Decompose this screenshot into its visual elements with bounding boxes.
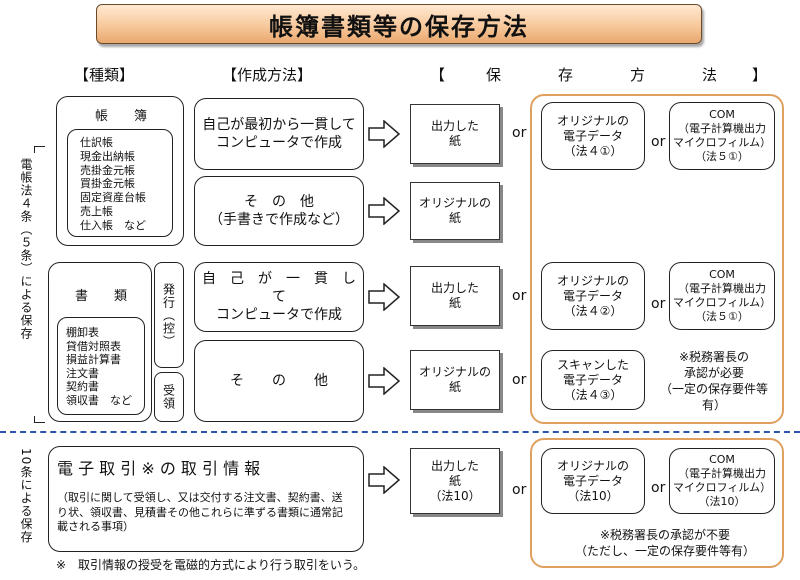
edata-original-4-1: オリジナルの 電子データ （法４①）	[541, 102, 645, 170]
paper-output-2: 出力した 紙	[410, 266, 500, 326]
document-item: 契約書	[66, 380, 99, 393]
side-label-sec10: 10条による保存	[19, 448, 33, 544]
document-item: 貸借対照表	[66, 339, 121, 353]
or-label: or	[651, 480, 666, 496]
com-microfilm-5-1: COM （電子計算機出力 マイクロフィルム） （法５①）	[669, 102, 775, 170]
storage-group-approval	[530, 94, 784, 424]
book-item: 仕入帳 など	[80, 218, 146, 232]
or-label: or	[651, 134, 666, 150]
paper-original-1: オリジナルの 紙	[410, 182, 500, 240]
method-self-consistent-docs: 自 己 が 一 貫 し て コンピュータで作成	[194, 262, 364, 332]
header-storage-close: 】	[752, 66, 768, 84]
header-kind: 【種類】	[74, 66, 135, 84]
or-label: or	[512, 288, 527, 304]
footnote: ※ 取引情報の授受を電磁的方式により行う取引をいう。	[56, 558, 366, 572]
book-item: 仕訳帳	[80, 136, 113, 149]
title-banner: 帳簿書類等の保存方法	[96, 4, 702, 44]
document-item: 損益計算書	[66, 353, 121, 366]
note-approval-required: ※税務署長の 承認が必要 （一定の保存要件等有）	[659, 350, 768, 412]
edata-scanned-4-3: スキャンした 電子データ （法４③）	[541, 350, 645, 410]
arrow-right-icon	[368, 197, 400, 225]
header-storage-char-3: 方	[630, 66, 646, 84]
arrow-right-icon	[368, 466, 400, 494]
documents-list-box: 棚卸表 貸借対照表 損益計算書 注文書 契約書 領収書 など	[57, 317, 145, 415]
documents-list: 棚卸表 貸借対照表 損益計算書 注文書 契約書 領収書 など	[66, 326, 132, 407]
method-other-handwritten: そ の 他 （手書きで作成など）	[194, 176, 364, 246]
edata-original-4-2: オリジナルの 電子データ （法４②）	[541, 262, 645, 330]
book-item: 売掛金元帳	[80, 163, 135, 177]
document-item: 領収書 など	[66, 393, 132, 407]
or-label: or	[512, 482, 527, 498]
etrade-heading: 電 子 取 引 ※ の 取 引 情 報	[57, 459, 261, 478]
received-box: 受領	[154, 372, 184, 422]
documents-heading: 書 類	[74, 289, 127, 304]
bracket-bottom	[34, 416, 45, 423]
issued-box: 発行（控）	[154, 262, 184, 368]
header-storage-char-4: 法	[702, 66, 718, 84]
books-heading: 帳 簿	[94, 109, 147, 124]
or-label: or	[512, 372, 527, 388]
header-method: 【作成方法】	[222, 66, 313, 84]
book-item: 固定資産台帳	[80, 191, 146, 205]
or-label: or	[512, 125, 527, 141]
received-label: 受領	[161, 384, 176, 410]
document-item: 棚卸表	[66, 326, 99, 339]
issued-label: 発行（控）	[161, 282, 176, 348]
bracket-top	[34, 146, 45, 153]
note-approval-not-required: ※税務署長の承認が不要 （ただし、一定の保存要件等有）	[574, 528, 755, 558]
paper-output-etrade: 出力した 紙 （法10）	[410, 448, 500, 514]
page-title: 帳簿書類等の保存方法	[269, 12, 529, 41]
book-item: 現金出納帳	[80, 149, 135, 163]
book-item: 売上帳	[80, 204, 113, 218]
header-storage-char-2: 存	[558, 66, 574, 84]
books-box: 帳 簿 仕訳帳 現金出納帳 売掛金元帳 買掛金元帳 固定資産台帳 売上帳 仕入帳…	[56, 96, 184, 246]
edata-original-10: オリジナルの 電子データ （法10）	[541, 448, 645, 514]
section-divider	[0, 431, 800, 433]
document-item: 注文書	[66, 366, 99, 380]
books-list: 仕訳帳 現金出納帳 売掛金元帳 買掛金元帳 固定資産台帳 売上帳 仕入帳 など	[80, 136, 146, 233]
documents-box: 書 類 棚卸表 貸借対照表 損益計算書 注文書 契約書 領収書 など	[48, 262, 152, 422]
com-microfilm-10: COM （電子計算機出力 マイクロフィルム） （法10）	[669, 448, 775, 514]
storage-group-etrade	[530, 438, 784, 568]
arrow-right-icon	[368, 367, 400, 395]
book-item: 買掛金元帳	[80, 177, 135, 191]
arrow-right-icon	[368, 283, 400, 311]
arrow-right-icon	[368, 120, 400, 148]
etrade-box: 電 子 取 引 ※ の 取 引 情 報 （取引に関して受領し、又は交付する注文書…	[48, 446, 364, 552]
header-storage-open: 【	[430, 66, 446, 84]
or-label: or	[651, 296, 666, 312]
etrade-description: （取引に関して受領し、又は交付する注文書、契約書、送り状、領収書、見積書その他こ…	[57, 491, 343, 533]
com-microfilm-5-1-docs: COM （電子計算機出力 マイクロフィルム） （法５①）	[669, 262, 775, 330]
paper-original-2: オリジナルの 紙	[410, 350, 500, 410]
method-self-consistent: 自己が最初から一貫して コンピュータで作成	[194, 98, 364, 170]
books-list-box: 仕訳帳 現金出納帳 売掛金元帳 買掛金元帳 固定資産台帳 売上帳 仕入帳 など	[67, 129, 173, 237]
side-label-law: 電帳法４条（５条）による保存	[19, 158, 33, 340]
paper-output-1: 出力した 紙	[410, 104, 500, 164]
method-other-docs: そ の 他	[194, 340, 364, 422]
header-storage-char-1: 保	[486, 66, 502, 84]
